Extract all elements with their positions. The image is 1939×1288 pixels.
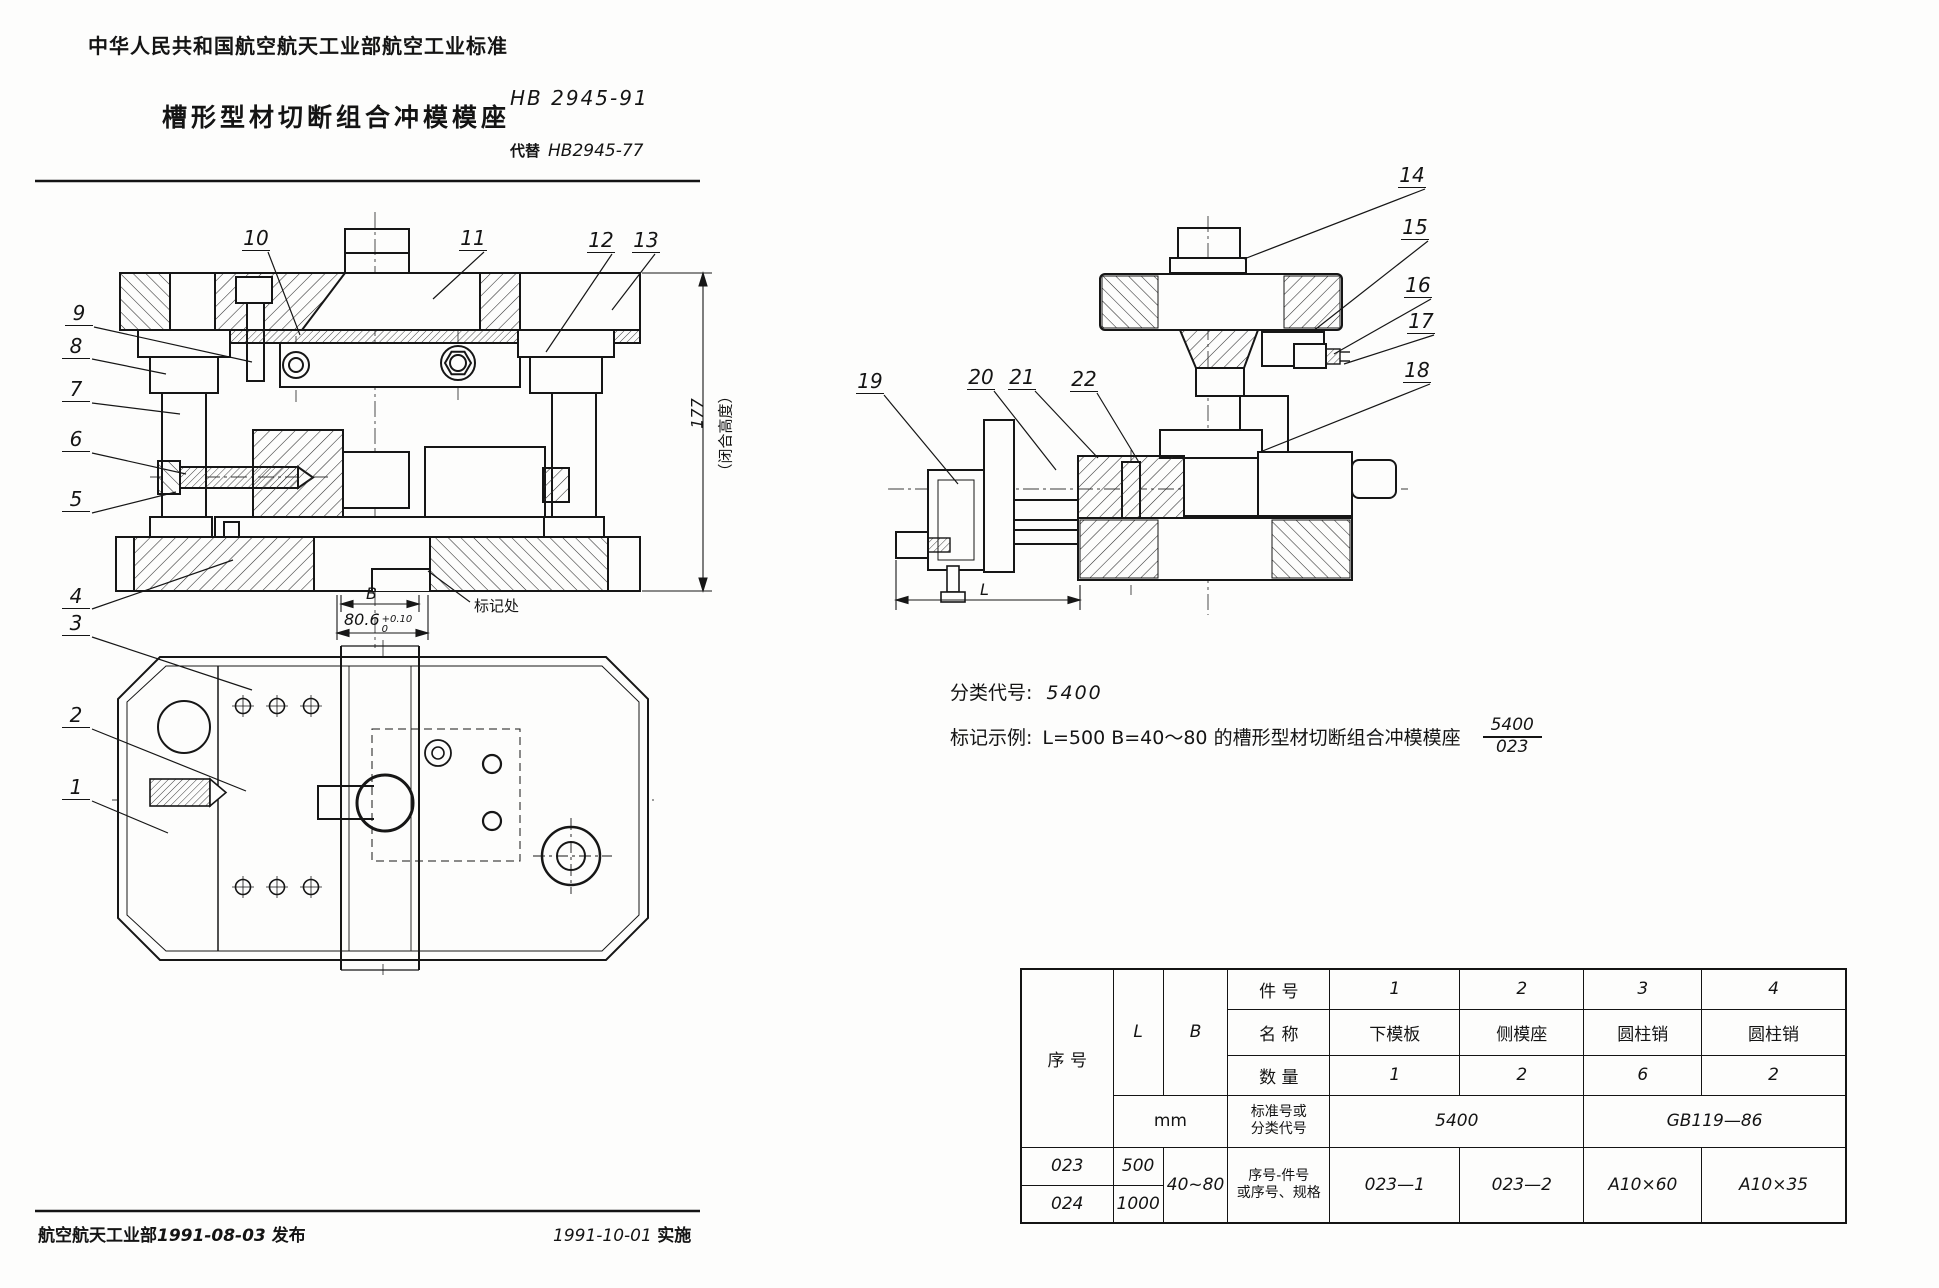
- table-row-024-seq: 024: [1020, 1184, 1114, 1224]
- table-spec-1: 023—1: [1329, 1146, 1461, 1224]
- callout-12: 12: [587, 228, 615, 253]
- table-qty-4: 2: [1701, 1054, 1847, 1096]
- callout-10: 10: [242, 226, 270, 251]
- classification-value: 5400: [1046, 682, 1103, 704]
- footer-issued-org: 航空航天工业部: [38, 1226, 157, 1246]
- callout-13: 13: [632, 228, 660, 253]
- callout-18: 18: [1403, 358, 1431, 383]
- dim-groove-tol-upper: +0.10: [381, 614, 413, 625]
- page-title: 槽形型材切断组合冲模模座: [162, 103, 511, 132]
- table-itemno-2: 2: [1459, 968, 1585, 1010]
- callout-16: 16: [1404, 273, 1432, 298]
- table-spec-label: 序号-件号 或序号、规格: [1227, 1146, 1331, 1224]
- table-name-4: 圆柱销: [1701, 1008, 1847, 1056]
- callout-6: 6: [62, 427, 90, 452]
- callout-15: 15: [1401, 215, 1429, 240]
- table-row-024-l: 1000: [1112, 1184, 1164, 1224]
- dim-groove-value: 80.6: [344, 610, 380, 629]
- table-std-label-line1: 标准号或: [1250, 1104, 1307, 1120]
- table-spec-2: 023—2: [1459, 1146, 1585, 1224]
- callout-7: 7: [62, 377, 90, 402]
- replaces-label: 代替: [510, 142, 541, 160]
- table-name-1: 下模板: [1329, 1008, 1461, 1056]
- table-b-header: B: [1162, 968, 1229, 1096]
- table-spec-label-line2: 或序号、规格: [1236, 1184, 1321, 1201]
- callout-1: 1: [62, 775, 90, 800]
- table-spec-label-line1: 序号-件号: [1248, 1167, 1310, 1184]
- table-b-range: 40~80: [1162, 1146, 1229, 1224]
- footer-issued: 航空航天工业部1991-08-03 发布: [38, 1221, 306, 1246]
- table-seq-header: 序 号: [1020, 968, 1114, 1148]
- dim-groove-tol-lower: 0: [381, 624, 388, 635]
- dim-l-label: L: [980, 580, 989, 599]
- callout-5: 5: [62, 487, 90, 512]
- footer-issued-word: 发布: [271, 1226, 306, 1246]
- table-name-3: 圆柱销: [1583, 1008, 1703, 1056]
- footer-effective-date: 1991-10-01: [553, 1226, 652, 1246]
- callout-3: 3: [62, 611, 90, 636]
- table-qty-3: 6: [1583, 1054, 1703, 1096]
- standard-number: HB 2945-91: [510, 86, 649, 110]
- classification-line: 分类代号: 5400: [950, 678, 1103, 705]
- table-l-header: L: [1112, 968, 1164, 1096]
- callout-21: 21: [1008, 365, 1036, 390]
- callout-8: 8: [62, 334, 90, 359]
- table-spec-4: A10×35: [1701, 1146, 1847, 1224]
- footer-issued-date: 1991-08-03: [157, 1226, 266, 1246]
- callout-4: 4: [62, 584, 90, 609]
- table-unit: mm: [1112, 1094, 1229, 1148]
- callout-17: 17: [1407, 309, 1435, 334]
- classification-label: 分类代号:: [950, 682, 1033, 704]
- code-numerator: 5400: [1482, 716, 1542, 738]
- dim-b-label: B: [366, 584, 377, 603]
- table-row-023-seq: 023: [1020, 1146, 1114, 1186]
- dim-closed-height-note: （闭合高度）: [716, 388, 735, 479]
- callout-20: 20: [967, 365, 995, 390]
- footer-effective-word: 实施: [657, 1226, 692, 1246]
- replaces-line: 代替 HB2945-77: [510, 140, 644, 161]
- callout-19: 19: [856, 369, 884, 394]
- table-name-label: 名 称: [1227, 1008, 1331, 1056]
- callout-9: 9: [65, 301, 93, 326]
- table-itemno-1: 1: [1329, 968, 1461, 1010]
- table-std-label: 标准号或 分类代号: [1227, 1094, 1331, 1148]
- table-qty-1: 1: [1329, 1054, 1461, 1096]
- table-itemno-label: 件 号: [1227, 968, 1331, 1010]
- table-itemno-3: 3: [1583, 968, 1703, 1010]
- callout-2: 2: [62, 703, 90, 728]
- marking-example-text: L=500 B=40～80 的槽形型材切断组合冲模模座: [1042, 727, 1461, 749]
- table-name-2: 侧模座: [1459, 1008, 1585, 1056]
- table-spec-3: A10×60: [1583, 1146, 1703, 1224]
- table-qty-2: 2: [1459, 1054, 1585, 1096]
- table-std-label-line2: 分类代号: [1250, 1121, 1307, 1137]
- code-denominator: 023: [1495, 737, 1529, 757]
- table-row-023-l: 500: [1112, 1146, 1164, 1186]
- mark-spot-label: 标记处: [474, 597, 520, 615]
- table-std-left: 5400: [1329, 1094, 1585, 1148]
- table-std-right: GB119—86: [1583, 1094, 1847, 1148]
- footer-effective: 1991-10-01 实施: [553, 1221, 691, 1246]
- table-qty-label: 数 量: [1227, 1054, 1331, 1096]
- marking-example-code: 5400 023: [1482, 716, 1542, 757]
- callout-22: 22: [1070, 367, 1098, 392]
- replaces-number: HB2945-77: [548, 141, 644, 161]
- marking-example-label: 标记示例:: [950, 727, 1033, 749]
- parts-table: 序 号 L B 件 号 1 2 3 4 名 称 下模板 侧模座 圆柱销 圆柱销 …: [1020, 968, 1847, 1224]
- marking-example-line: 标记示例: L=500 B=40～80 的槽形型材切断组合冲模模座 5400 0…: [950, 716, 1542, 757]
- table-itemno-4: 4: [1701, 968, 1847, 1010]
- callout-14: 14: [1398, 163, 1426, 188]
- standard-org-line: 中华人民共和国航空航天工业部航空工业标准: [88, 34, 508, 58]
- dim-closed-height-value: 177: [687, 398, 707, 429]
- callout-11: 11: [459, 226, 487, 251]
